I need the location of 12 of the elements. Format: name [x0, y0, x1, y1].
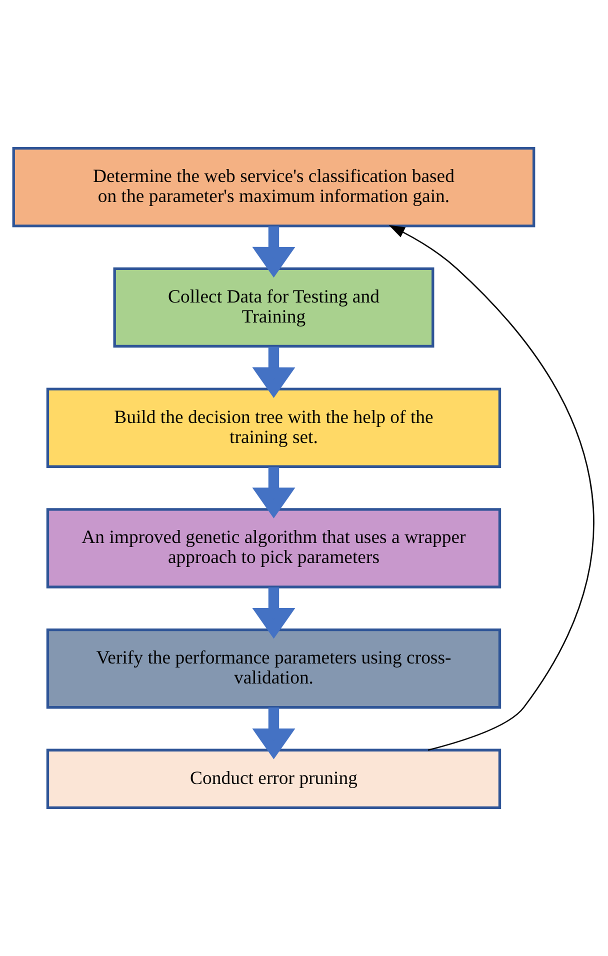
- node-box: Collect Data for Testing and Training: [113, 267, 434, 348]
- node-box: An improved genetic algorithm that uses a wrapper approach to pick parameters: [46, 508, 502, 588]
- arrow: [388, 225, 594, 751]
- node-box: Conduct error pruning: [46, 748, 502, 809]
- arrow: [252, 467, 296, 518]
- node-box: Build the decision tree with the help of the training set.: [46, 388, 502, 468]
- arrow: [252, 587, 296, 639]
- arrow: [252, 226, 296, 278]
- node-box: Verify the performance parameters using cross-validation.: [46, 628, 502, 709]
- arrow: [252, 708, 296, 760]
- arrow: [252, 346, 296, 398]
- node-box: Determine the web service's classification based on the parameter's maximum information gain.: [12, 147, 536, 228]
